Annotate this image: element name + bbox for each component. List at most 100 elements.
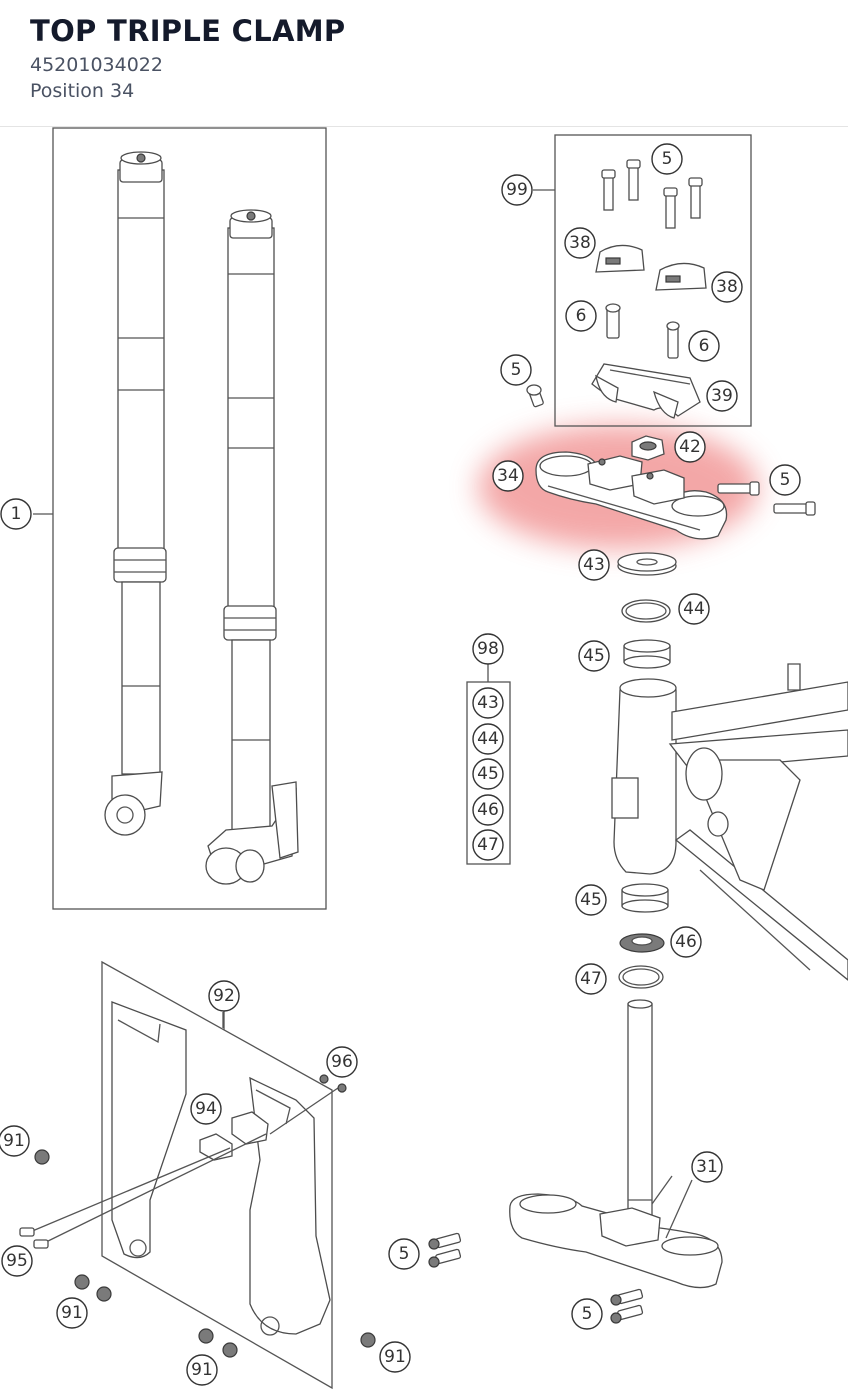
callout-label: 46 — [477, 800, 499, 820]
callout-42[interactable]: 42 — [674, 431, 706, 463]
fork-guard-right[interactable] — [249, 1076, 331, 1336]
dust-seal-43[interactable] — [617, 552, 677, 576]
callout-label: 5 — [511, 360, 522, 380]
callout-5[interactable]: 5 — [651, 143, 683, 175]
kit-item-47[interactable]: 47 — [472, 829, 504, 861]
callout-label: 39 — [711, 386, 733, 406]
callout-6[interactable]: 6 — [565, 300, 597, 332]
fork-leg-left[interactable] — [104, 151, 167, 836]
callout-label: 38 — [716, 277, 738, 297]
clamp-bolts-6[interactable] — [605, 303, 680, 359]
callout-label: 94 — [195, 1099, 217, 1119]
callout-6[interactable]: 6 — [688, 330, 720, 362]
callout-91[interactable]: 91 — [0, 1125, 30, 1157]
part-number: 45201034022 — [30, 54, 163, 76]
callout-96[interactable]: 96 — [326, 1046, 358, 1078]
part-position: Position 34 — [30, 80, 135, 102]
callout-label: 34 — [497, 466, 519, 486]
handlebar-mount-39[interactable] — [591, 363, 701, 419]
callout-label: 45 — [580, 890, 602, 910]
hardware-kit-box — [554, 134, 752, 427]
callout-label: 5 — [662, 149, 673, 169]
handlebar-bolts[interactable] — [601, 159, 703, 229]
fork-guard-left[interactable] — [111, 1001, 187, 1259]
callout-label: 44 — [683, 599, 705, 619]
callout-label: 5 — [780, 470, 791, 490]
bearing-45-bottom[interactable] — [621, 883, 669, 913]
callout-label: 45 — [477, 764, 499, 784]
callout-91[interactable]: 91 — [379, 1341, 411, 1373]
exploded-parts-diagram: 1 99 5 38 38 6 6 5 39 42 34 5 43 44 45 9… — [0, 127, 848, 1390]
callout-95[interactable]: 95 — [1, 1245, 33, 1277]
fork-box — [52, 127, 327, 910]
callout-1[interactable]: 1 — [0, 498, 32, 530]
fork-guard-panel — [101, 960, 333, 1390]
callout-label: 47 — [477, 835, 499, 855]
o-ring-44[interactable] — [621, 599, 671, 623]
screws-95[interactable] — [19, 1087, 339, 1249]
callout-label: 6 — [576, 306, 587, 326]
kit-item-44[interactable]: 44 — [472, 723, 504, 755]
kit-item-43[interactable]: 43 — [472, 687, 504, 719]
callout-label: 45 — [583, 646, 605, 666]
callout-43[interactable]: 43 — [578, 549, 610, 581]
part-title: TOP TRIPLE CLAMP — [30, 14, 346, 48]
callout-label: 38 — [569, 233, 591, 253]
frame-head-tube — [611, 663, 848, 981]
top-triple-clamp[interactable] — [535, 451, 728, 540]
callout-94[interactable]: 94 — [190, 1093, 222, 1125]
callout-46[interactable]: 46 — [670, 926, 702, 958]
callout-label: 95 — [6, 1251, 28, 1271]
callout-91[interactable]: 91 — [56, 1297, 88, 1329]
callout-39[interactable]: 39 — [706, 380, 738, 412]
callout-99[interactable]: 99 — [501, 174, 533, 206]
callout-label: 91 — [191, 1360, 213, 1380]
guard-clip-94[interactable] — [199, 1111, 269, 1161]
callout-label: 92 — [213, 986, 235, 1006]
callout-45[interactable]: 45 — [578, 640, 610, 672]
callout-98[interactable]: 98 — [472, 633, 504, 665]
callout-38[interactable]: 38 — [564, 227, 596, 259]
pinch-bolts-5[interactable] — [717, 481, 816, 516]
callout-label: 43 — [477, 693, 499, 713]
callout-5[interactable]: 5 — [388, 1238, 420, 1270]
callout-label: 42 — [679, 437, 701, 457]
callout-label: 47 — [580, 969, 602, 989]
lower-triple-clamp-31[interactable] — [509, 999, 723, 1289]
bolts-5-lower[interactable] — [428, 1232, 644, 1324]
callout-label: 91 — [3, 1131, 25, 1151]
callout-5[interactable]: 5 — [500, 354, 532, 386]
callout-label: 5 — [582, 1304, 593, 1324]
callout-5[interactable]: 5 — [769, 464, 801, 496]
callout-label: 6 — [699, 336, 710, 356]
callout-label: 99 — [506, 180, 528, 200]
nuts-91[interactable] — [34, 1149, 376, 1358]
callout-label: 5 — [399, 1244, 410, 1264]
callout-label: 46 — [675, 932, 697, 952]
callout-38[interactable]: 38 — [711, 271, 743, 303]
kit-item-45[interactable]: 45 — [472, 758, 504, 790]
callout-44[interactable]: 44 — [678, 593, 710, 625]
stem-nut-42[interactable] — [631, 435, 665, 461]
bolt-5-left[interactable] — [526, 384, 544, 408]
o-ring-47[interactable] — [618, 965, 664, 989]
handlebar-clamp-caps[interactable] — [595, 244, 707, 291]
callout-45[interactable]: 45 — [575, 884, 607, 916]
leader-lines — [223, 1009, 693, 1239]
bearing-45-top[interactable] — [623, 639, 671, 669]
page-header: TOP TRIPLE CLAMP 45201034022 Position 34 — [0, 0, 848, 127]
callout-label: 44 — [477, 729, 499, 749]
seal-46[interactable] — [619, 933, 665, 953]
callout-31[interactable]: 31 — [691, 1151, 723, 1183]
callout-label: 96 — [331, 1052, 353, 1072]
callout-91[interactable]: 91 — [186, 1354, 218, 1386]
callout-5[interactable]: 5 — [571, 1298, 603, 1330]
washers-96[interactable] — [319, 1074, 347, 1093]
callout-34[interactable]: 34 — [492, 460, 524, 492]
callout-label: 98 — [477, 639, 499, 659]
callout-47[interactable]: 47 — [575, 963, 607, 995]
callout-label: 31 — [696, 1157, 718, 1177]
kit-item-46[interactable]: 46 — [472, 794, 504, 826]
callout-92[interactable]: 92 — [208, 980, 240, 1012]
fork-leg-right[interactable] — [205, 209, 299, 885]
